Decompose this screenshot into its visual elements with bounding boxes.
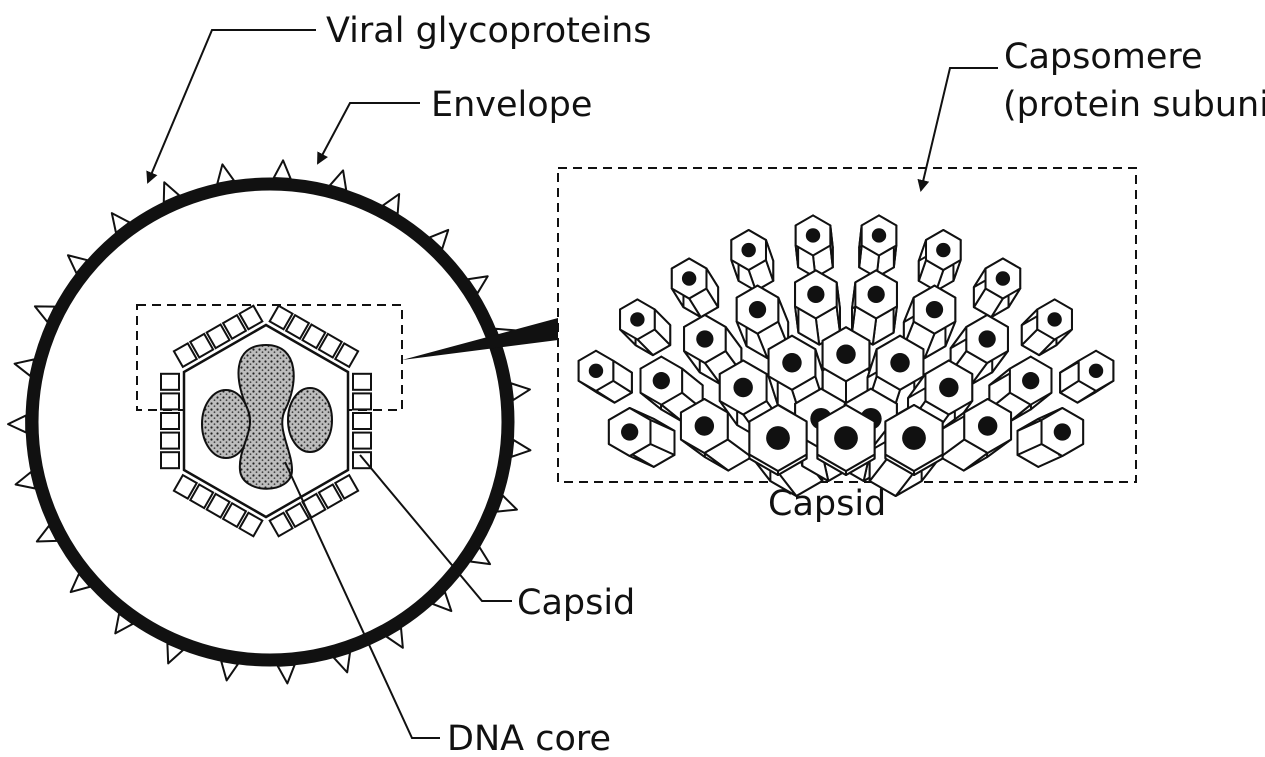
capsomere-square (353, 413, 371, 429)
capsomere (731, 230, 773, 291)
capsomere (1022, 299, 1072, 355)
glycoprotein-spike (278, 665, 295, 684)
label-viral-glycoproteins: Viral glycoproteins (326, 11, 652, 51)
capsomere (672, 259, 718, 318)
capsomere (919, 230, 961, 291)
capsomere-square (161, 393, 179, 409)
capsomere-square (161, 452, 179, 468)
label-capsomere: Capsomere (1004, 37, 1203, 77)
capsomere (609, 408, 675, 467)
capsomere (1060, 351, 1113, 403)
capsomere (620, 299, 670, 355)
label-envelope: Envelope (431, 85, 592, 125)
capsomere (859, 215, 896, 277)
capsomere (885, 405, 942, 475)
label-capsid-inset: Capsid (768, 484, 886, 524)
capsomere-square (353, 374, 371, 390)
glycoprotein-spike (274, 160, 291, 179)
label-dna-core: DNA core (447, 719, 611, 757)
capsomere-square (161, 374, 179, 390)
label-protein-subunit: (protein subunit) (1003, 85, 1265, 125)
capsomere-square (161, 433, 179, 449)
capsomere (974, 259, 1020, 318)
capsomere (579, 351, 632, 403)
capsomere (749, 405, 806, 475)
capsomere-square (353, 393, 371, 409)
glycoprotein-spike (511, 383, 530, 400)
label-capsid: Capsid (517, 583, 635, 623)
glycoprotein-spike (8, 415, 26, 432)
capsomere (796, 215, 833, 277)
glycoprotein-spike (512, 440, 531, 457)
capsomere-square (161, 413, 179, 429)
capsomere-square (353, 433, 371, 449)
capsomere (817, 405, 874, 475)
capsomere-cluster (579, 215, 1114, 496)
capsomere (1018, 408, 1084, 467)
